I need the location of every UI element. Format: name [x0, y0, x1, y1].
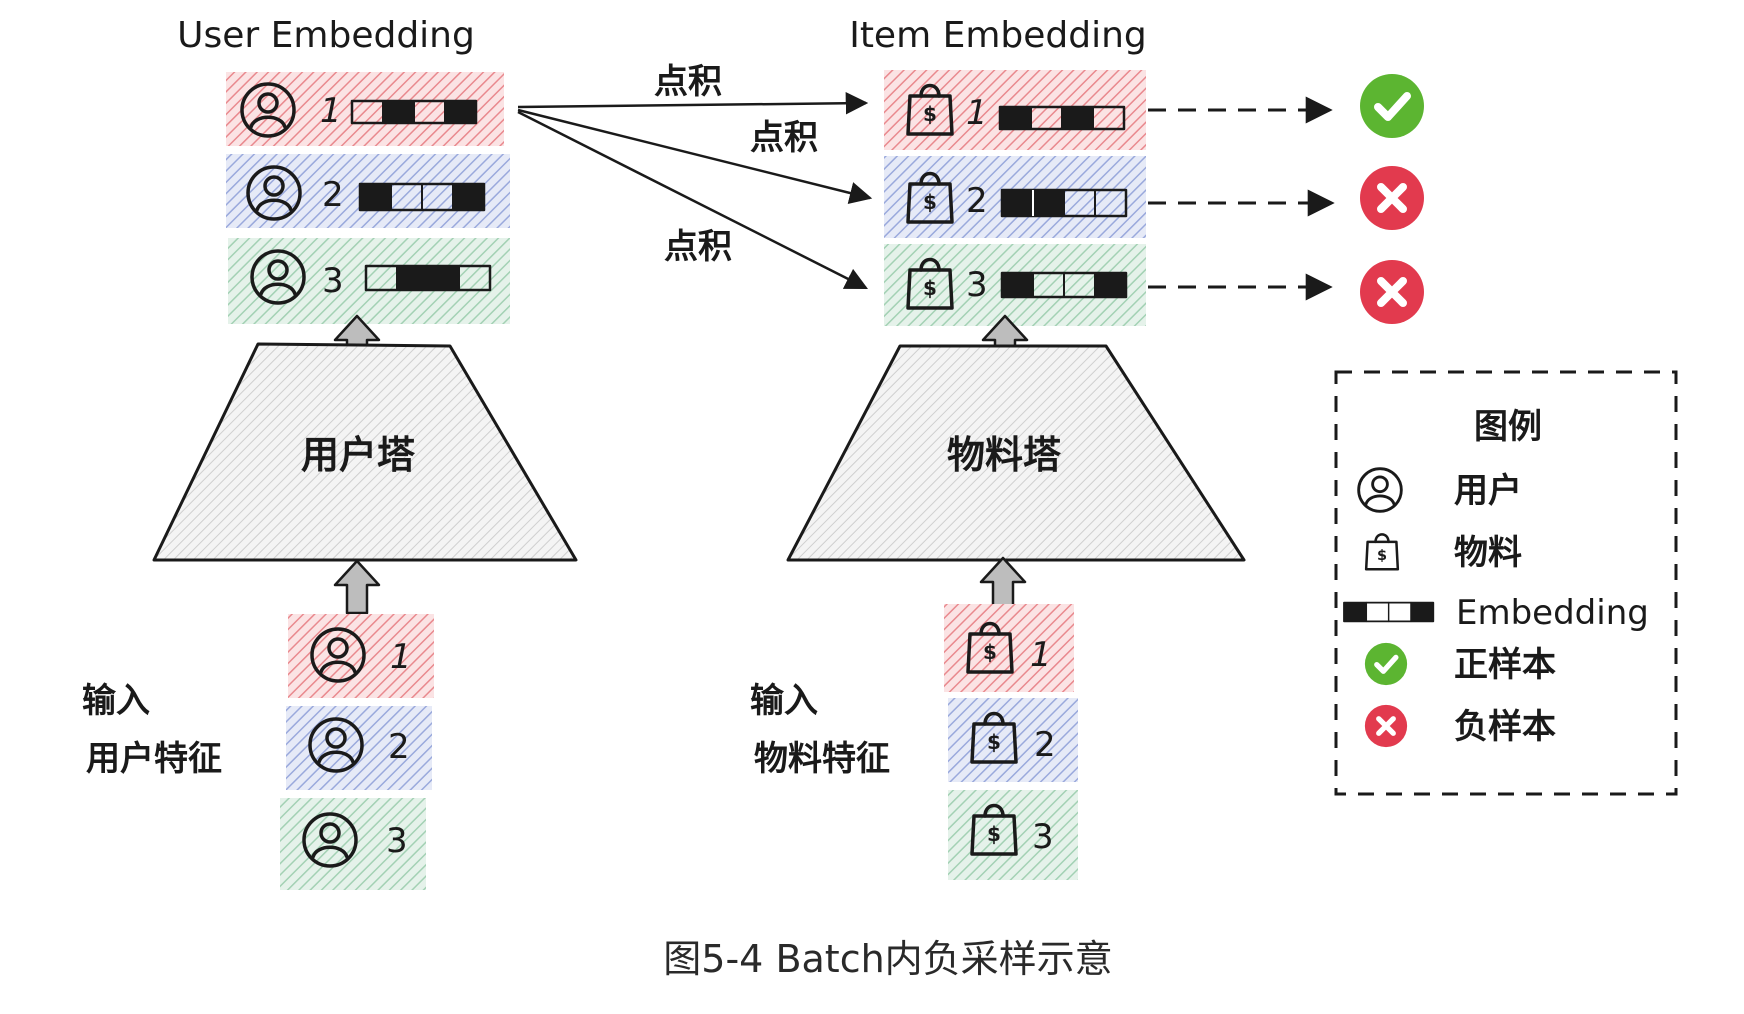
item-embedding-id: 2: [966, 181, 988, 221]
user-input-label-line2: 用户特征: [86, 739, 222, 779]
item-input-id: 1: [1030, 635, 1052, 675]
user-input-row-1: 1: [288, 614, 434, 698]
user-input-id: 2: [388, 727, 410, 767]
item-input-row-2: 2: [948, 698, 1078, 782]
legend-border: [1334, 370, 1678, 796]
dot-product-arrow-3: [517, 110, 869, 290]
user-embedding-id: 1: [320, 91, 342, 131]
user-input-row-3: 3: [280, 798, 426, 890]
item-embedding-row-2: 2: [884, 156, 1146, 238]
up-arrow-icon: [979, 556, 1027, 612]
cross-icon: [1365, 705, 1407, 747]
user-input-id: 1: [390, 637, 412, 677]
user-input-label-line1: 输入: [82, 681, 150, 721]
user-input-id: 3: [386, 821, 408, 861]
user-embedding-title: User Embedding: [177, 15, 475, 56]
dot-product-label-1: 点积: [654, 62, 722, 102]
user-input-row-2: 2: [286, 706, 432, 790]
item-input-id: 3: [1032, 817, 1054, 857]
user-embedding-row-1: 1: [226, 72, 504, 146]
row-background-blue: [948, 698, 1078, 782]
dot-product-label-3: 点积: [664, 227, 732, 267]
legend-positive-label: 正样本: [1454, 645, 1556, 685]
item-input-label-line2: 物料特征: [754, 739, 890, 779]
user-embedding-row-3: 3: [228, 238, 510, 324]
embedding-vector: [1000, 271, 1128, 299]
embedding-vector: [358, 182, 486, 212]
dot-product-arrow-2: [517, 108, 873, 205]
row-background-red: [288, 614, 434, 698]
user-embedding-id: 2: [322, 175, 344, 215]
check-icon: [1360, 74, 1424, 138]
cross-icon: [1360, 260, 1424, 324]
item-embedding-id: 3: [966, 265, 988, 305]
legend-user-label: 用户: [1454, 471, 1522, 511]
legend-embedding-icon: [1343, 601, 1435, 623]
item-input-id: 2: [1034, 725, 1056, 765]
item-embedding-row-3: 3: [884, 244, 1146, 326]
user-tower: [152, 342, 578, 562]
item-input-row-1: 1: [944, 604, 1074, 692]
legend-title: 图例: [1474, 407, 1542, 447]
user-embedding-id: 3: [322, 261, 344, 301]
result-arrows: [1148, 96, 1335, 301]
dot-product-label-2: 点积: [750, 118, 818, 158]
item-tower: [786, 344, 1246, 562]
dot-product-arrow-1: [517, 91, 869, 115]
cross-icon: [1360, 166, 1424, 230]
legend-bag-icon: [1364, 533, 1400, 571]
up-arrow-icon: [333, 559, 381, 615]
figure-caption: 图5-4 Batch内负采样示意: [663, 937, 1112, 981]
legend: 图例 用户 物料 Embedding 正样本 负样本: [1334, 370, 1678, 796]
legend-embedding-label: Embedding: [1456, 593, 1649, 633]
user-embedding-row-2: 2: [226, 154, 510, 228]
row-background-green: [948, 790, 1078, 880]
item-tower-label: 物料塔: [947, 433, 1062, 477]
item-input-row-3: 3: [948, 790, 1078, 880]
item-embedding-title: Item Embedding: [849, 15, 1147, 56]
legend-item-label: 物料: [1454, 533, 1522, 573]
legend-user-icon: [1357, 467, 1403, 513]
legend-negative-label: 负样本: [1454, 707, 1556, 747]
dot-product-arrows: [517, 91, 873, 290]
item-input-label-line1: 输入: [750, 681, 818, 721]
row-background-blue: [286, 706, 432, 790]
item-embedding-id: 1: [966, 93, 988, 133]
check-icon: [1365, 643, 1407, 685]
user-tower-label: 用户塔: [301, 433, 416, 477]
item-embedding-row-1: 1: [884, 70, 1146, 150]
